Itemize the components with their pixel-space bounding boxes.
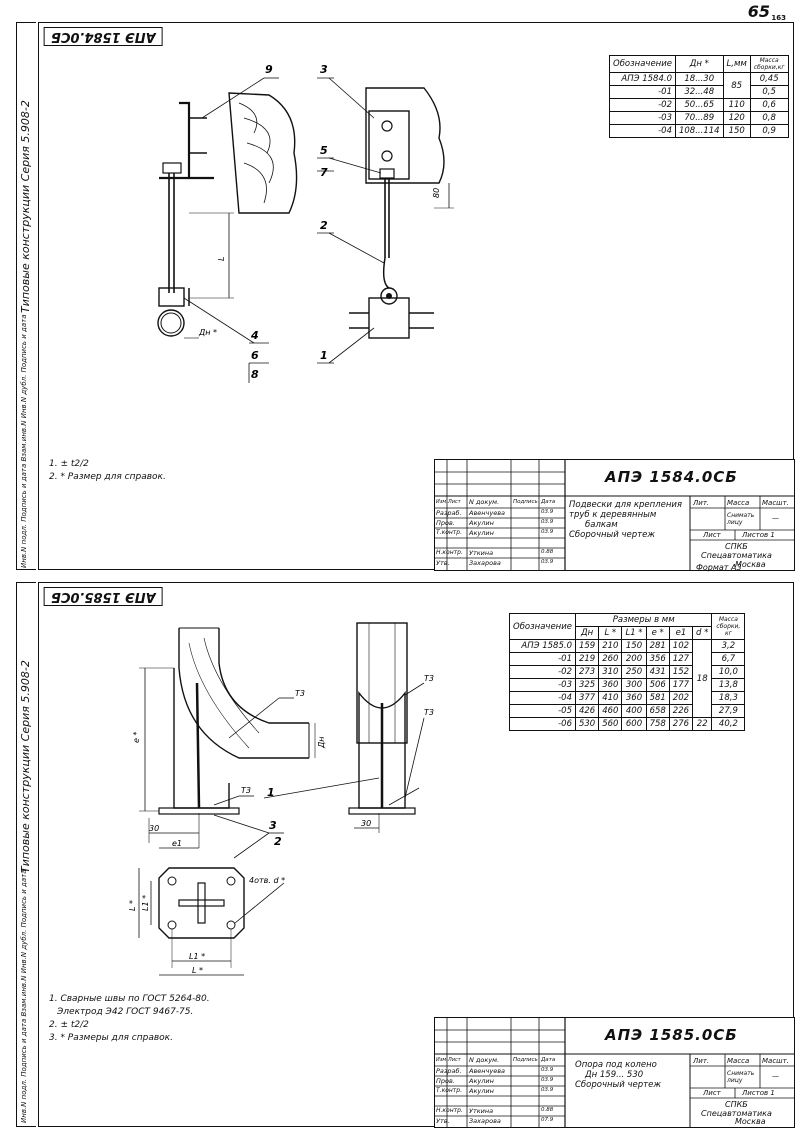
page-sub-number: 163 [771,14,786,22]
title-desc-1: Подвески для крепления труб к деревянным… [569,500,683,540]
t3-a: Т3 [424,674,434,683]
t3-d: Т3 [241,786,251,795]
sidebar-1: Типовые конструкции Серия 5.908-2 Инв.N … [16,22,36,570]
holes-label: 4отв. d * [249,876,285,885]
drawing-sheet-1: АПЭ 1584.0СБ [38,22,795,571]
notes-1: 1. ± t2/2 2. * Размер для справок. [49,459,166,482]
spec-table-2: Обозначение Размеры в мм Масса сборки, к… [509,613,746,731]
notes-2: 1. Сварные швы по ГОСТ 5264-80. Электрод… [49,994,210,1043]
label-1b: 1 [267,786,275,799]
label-1: 1 [320,349,328,362]
dim-dn: Дн * [198,328,217,337]
dim-e1: e1 [172,839,182,848]
label-9: 9 [265,63,273,76]
label-6: 6 [251,349,259,362]
series-label-2: Типовые конструкции Серия 5.908-2 [19,660,32,873]
t3-b: Т3 [424,708,434,717]
spec-table-1: Обозначение Дн * L,мм Масса сборки,кг АП… [609,55,789,138]
label-2b: 2 [274,835,282,848]
title-block-1: АПЭ 1584.0СБ Подвески для крепления труб… [434,459,795,571]
title-code-2: АПЭ 1585.0СБ [605,1026,738,1044]
sidebar-2: Типовые конструкции Серия 5.908-2 Инв.N … [16,582,36,1127]
label-5: 5 [320,144,328,157]
label-3b: 3 [269,819,277,832]
sidebar-fields-2: Инв.N подл. Подпись и дата Взам.инв.N Ин… [20,869,28,1123]
dim-L: L [217,257,226,261]
title-code-1: АПЭ 1584.0СБ [605,468,738,486]
support-drawing: Т3 Т3 Т3 Т3 1 2 3 30 30 e * e1 Дн L * L1… [128,622,434,976]
title-block-2: АПЭ 1585.0СБ Опора под колено Дн 159... … [434,1017,795,1128]
dim-Lb: L * [192,966,203,975]
label-2: 2 [320,219,328,232]
wood-beam-left [228,92,298,214]
dim-dn2: Дн [317,737,326,749]
format-label: Формат А3 [696,563,742,572]
hanger-drawing: 9 3 5 7 2 4 6 8 1 80 L Дн * [157,63,454,383]
dim-L1b: L1 * [189,952,205,961]
dim-L: L * [128,900,137,911]
page-number: 65 [747,2,770,21]
drawing-sheet-2: АПЭ 1585.0СБ [38,582,795,1128]
title-desc-2: Опора под колено Дн 159... 530 Сборочный… [575,1060,661,1090]
label-7: 7 [320,166,328,179]
dim-L1: L1 * [141,895,150,911]
series-label-1: Типовые конструкции Серия 5.908-2 [19,100,32,313]
label-4: 4 [250,329,259,342]
sidebar-fields-1: Инв.N подл. Подпись и дата Взам.инв.N Ин… [20,314,28,568]
dim-30b: 30 [361,819,371,828]
label-8: 8 [251,368,259,381]
dim-e: e * [132,732,141,743]
t3-c: Т3 [295,689,305,698]
label-3: 3 [320,63,328,76]
dim-30a: 30 [149,824,159,833]
dim-80: 80 [432,188,441,198]
